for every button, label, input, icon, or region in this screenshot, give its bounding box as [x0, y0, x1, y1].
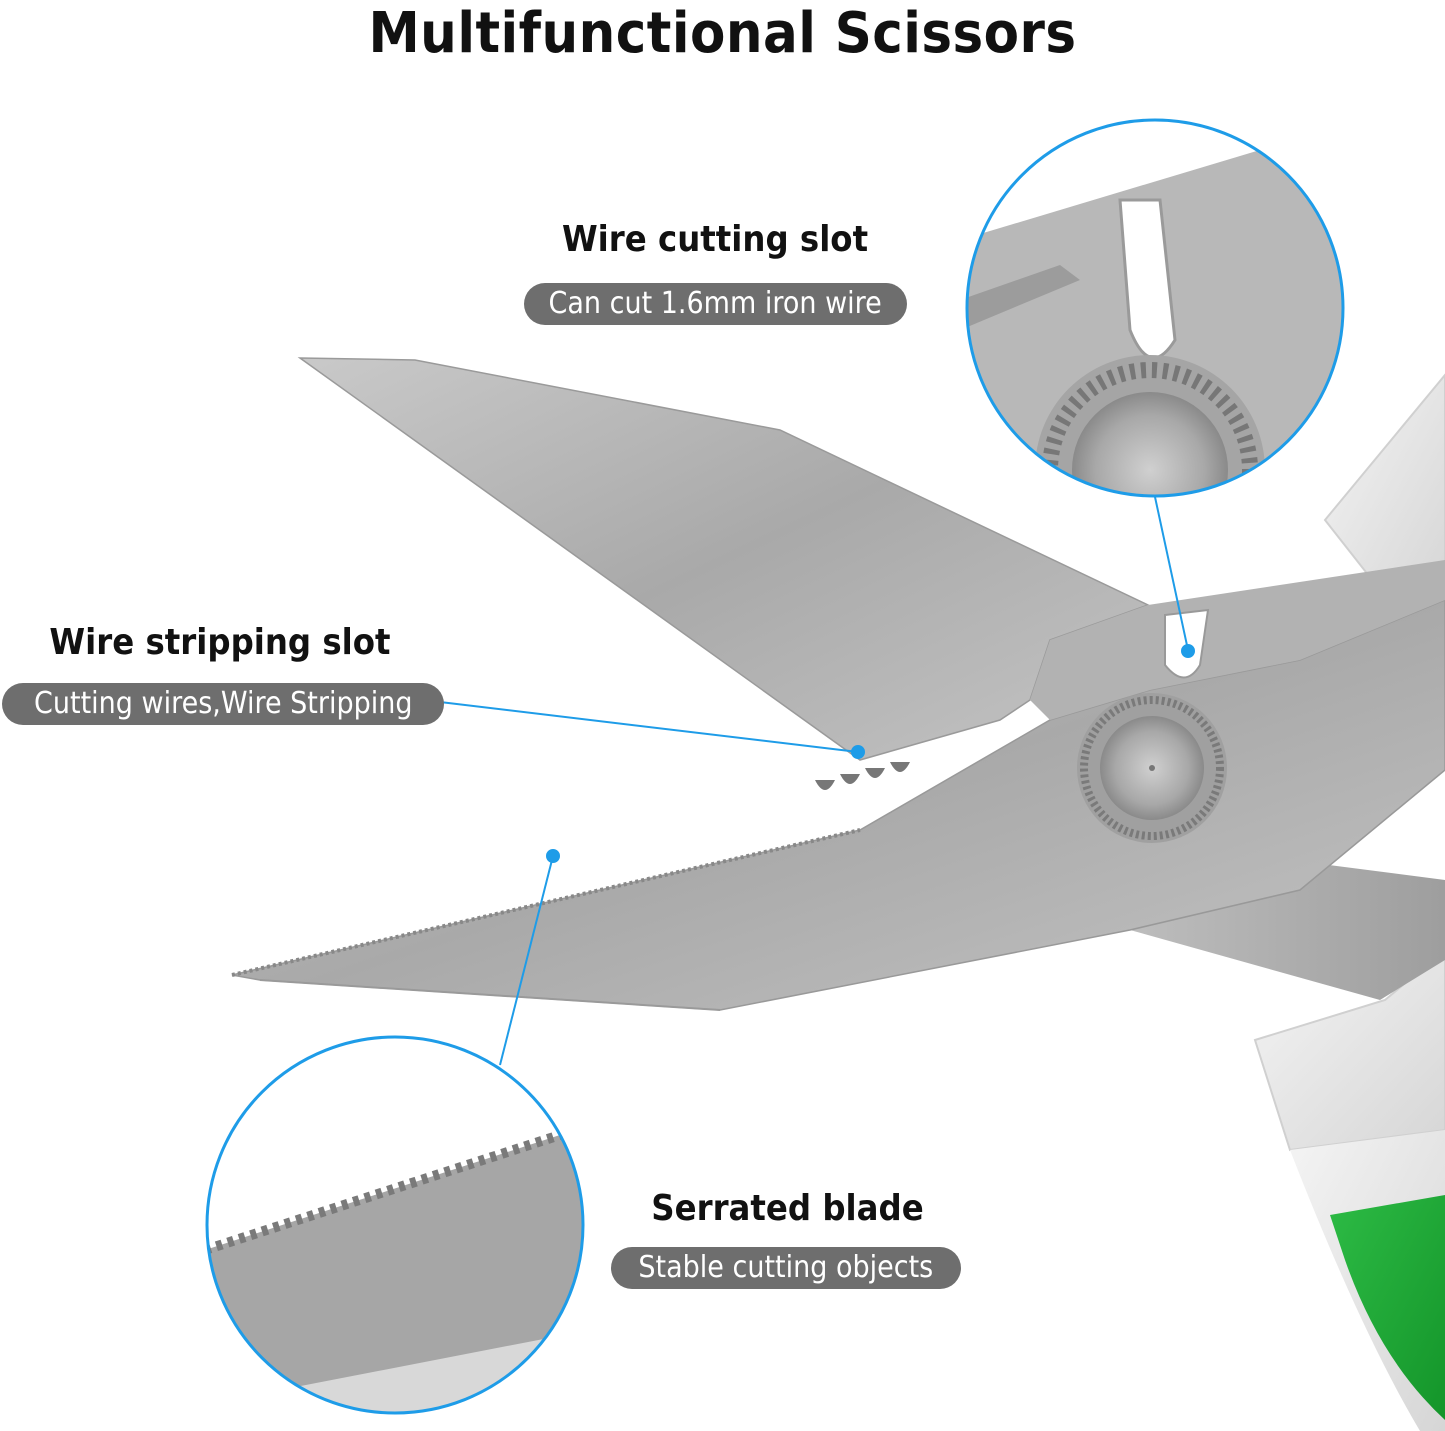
- feature-caption-wire-stripping-slot: Cutting wires,Wire Stripping: [2, 683, 444, 725]
- upper-blade: [297, 357, 1445, 761]
- pivot-screw: [1077, 693, 1227, 843]
- feature-caption-serrated-blade: Stable cutting objects: [611, 1247, 961, 1289]
- caption-text: Stable cutting objects: [638, 1250, 934, 1285]
- feature-heading-wire-cutting-slot: Wire cutting slot: [561, 219, 869, 260]
- caption-text: Cutting wires,Wire Stripping: [33, 686, 413, 721]
- zoom-circle-serrated-blade: [205, 1035, 585, 1415]
- leader-lines: [439, 496, 1195, 1066]
- page-title: Multifunctional Scissors: [368, 1, 1077, 66]
- zoom-circle-cutting-slot: [965, 118, 1345, 498]
- feature-caption-wire-cutting-slot: Can cut 1.6mm iron wire: [524, 283, 907, 325]
- lower-handle: [1253, 948, 1445, 1431]
- feature-heading-wire-stripping-slot: Wire stripping slot: [49, 622, 391, 663]
- caption-text: Can cut 1.6mm iron wire: [548, 286, 883, 321]
- stripping-notches: [815, 762, 910, 790]
- feature-heading-serrated-blade: Serrated blade: [651, 1188, 924, 1229]
- upper-handle: [1323, 373, 1445, 602]
